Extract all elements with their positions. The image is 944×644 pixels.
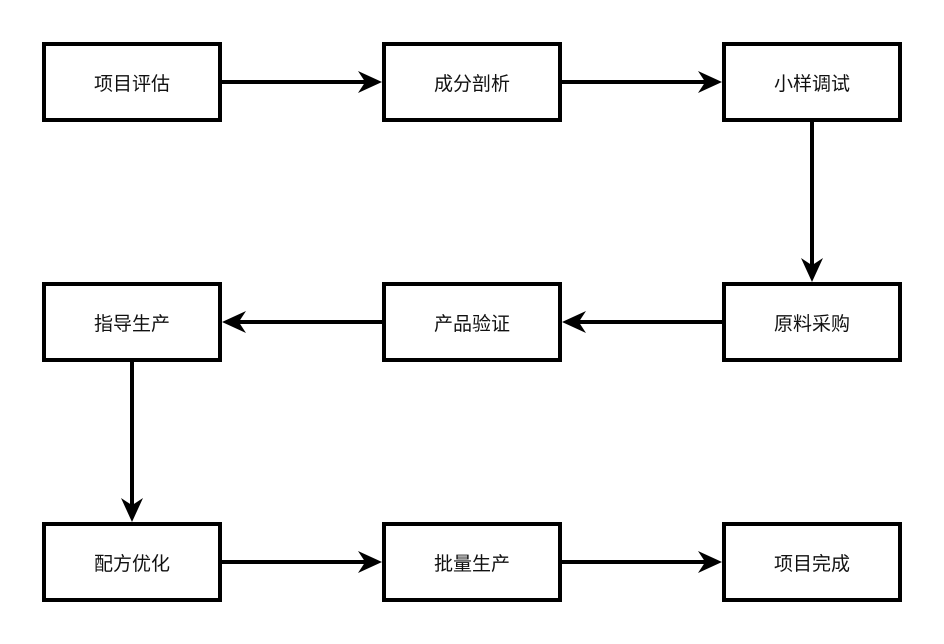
node-label: 批量生产 (433, 552, 510, 575)
arrowhead-icon (222, 311, 246, 333)
process-node: 项目评估 (42, 42, 222, 122)
process-node: 配方优化 (42, 522, 222, 602)
arrowhead-icon (358, 551, 382, 573)
node-label: 项目完成 (773, 552, 850, 575)
node-label: 配方优化 (93, 552, 170, 575)
node-label: 项目评估 (93, 72, 170, 95)
process-node: 成分剖析 (382, 42, 562, 122)
arrowhead-icon (121, 498, 143, 522)
arrowhead-icon (358, 71, 382, 93)
process-node: 小样调试 (722, 42, 902, 122)
process-node: 产品验证 (382, 282, 562, 362)
arrowhead-icon (801, 258, 823, 282)
node-label: 原料采购 (773, 312, 850, 335)
arrowhead-icon (698, 71, 722, 93)
process-node: 指导生产 (42, 282, 222, 362)
node-label: 产品验证 (433, 312, 510, 335)
node-label: 小样调试 (773, 72, 850, 95)
process-node: 原料采购 (722, 282, 902, 362)
arrowhead-icon (698, 551, 722, 573)
node-label: 成分剖析 (433, 72, 510, 95)
arrowhead-icon (562, 311, 586, 333)
process-node: 项目完成 (722, 522, 902, 602)
process-node: 批量生产 (382, 522, 562, 602)
node-label: 指导生产 (93, 312, 170, 335)
